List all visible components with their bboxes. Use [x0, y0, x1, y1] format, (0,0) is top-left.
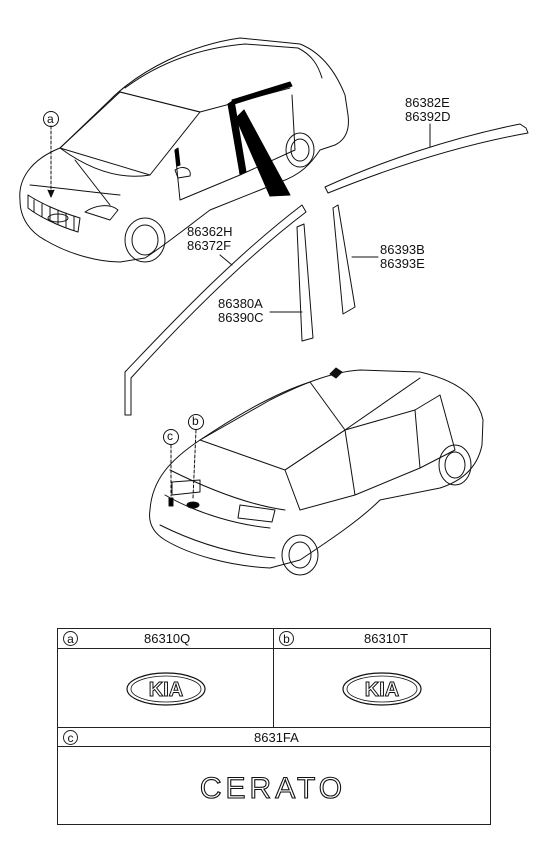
- kia-emblem-b: KIA: [342, 672, 422, 706]
- part-label-86372f: 86372F: [187, 238, 232, 253]
- part-label-86390c: 86390C: [218, 310, 264, 325]
- table-letter-b: b: [279, 631, 294, 646]
- rear-emblem-mark: [186, 501, 200, 509]
- callout-a-letter: a: [47, 112, 54, 126]
- pillar-86393b-part: [332, 204, 356, 315]
- part-label-86382e: 86382E: [405, 95, 450, 110]
- callout-b-letter: b: [192, 414, 199, 428]
- table-header-b: b 86310T: [274, 629, 490, 649]
- emblem-a-text: KIA: [149, 679, 183, 701]
- part-label-86393b: 86393B: [380, 242, 425, 257]
- table-letter-a: a: [63, 631, 78, 646]
- front-car-illustration: [19, 37, 349, 263]
- pillar-86380a-part: [296, 223, 314, 342]
- table-header-c: c 8631FA: [58, 727, 490, 747]
- rear-badge-mark: [168, 497, 174, 507]
- table-part-a: 86310Q: [144, 631, 191, 646]
- table-part-c: 8631FA: [254, 730, 299, 745]
- part-label-86380a: 86380A: [218, 296, 263, 311]
- table-image-a: KIA: [58, 649, 274, 727]
- table-image-b: KIA: [274, 649, 490, 727]
- callout-c-letter: c: [167, 429, 173, 443]
- roof-moulding-part: [324, 123, 529, 194]
- kia-emblem-a: KIA: [126, 672, 206, 706]
- rear-car-illustration: [149, 367, 484, 576]
- emblem-b-text: KIA: [365, 679, 399, 701]
- part-label-86362h: 86362H: [187, 224, 233, 239]
- front-car-moulding: [174, 81, 293, 197]
- badge-text: CERATO: [200, 772, 346, 805]
- table-image-c: CERATO: [58, 747, 490, 824]
- parts-table: a 86310Q b 86310T KIA KIA c 8631FA CERAT…: [57, 628, 491, 825]
- callout-a-circle: [43, 111, 59, 127]
- long-moulding-part: [124, 204, 307, 416]
- part-label-86392d: 86392D: [405, 109, 451, 124]
- part-label-86393e: 86393E: [380, 256, 425, 271]
- table-part-b: 86310T: [364, 631, 409, 646]
- cerato-badge: CERATO: [199, 771, 346, 805]
- table-letter-c: c: [63, 730, 78, 745]
- table-header-a: a 86310Q: [58, 629, 274, 649]
